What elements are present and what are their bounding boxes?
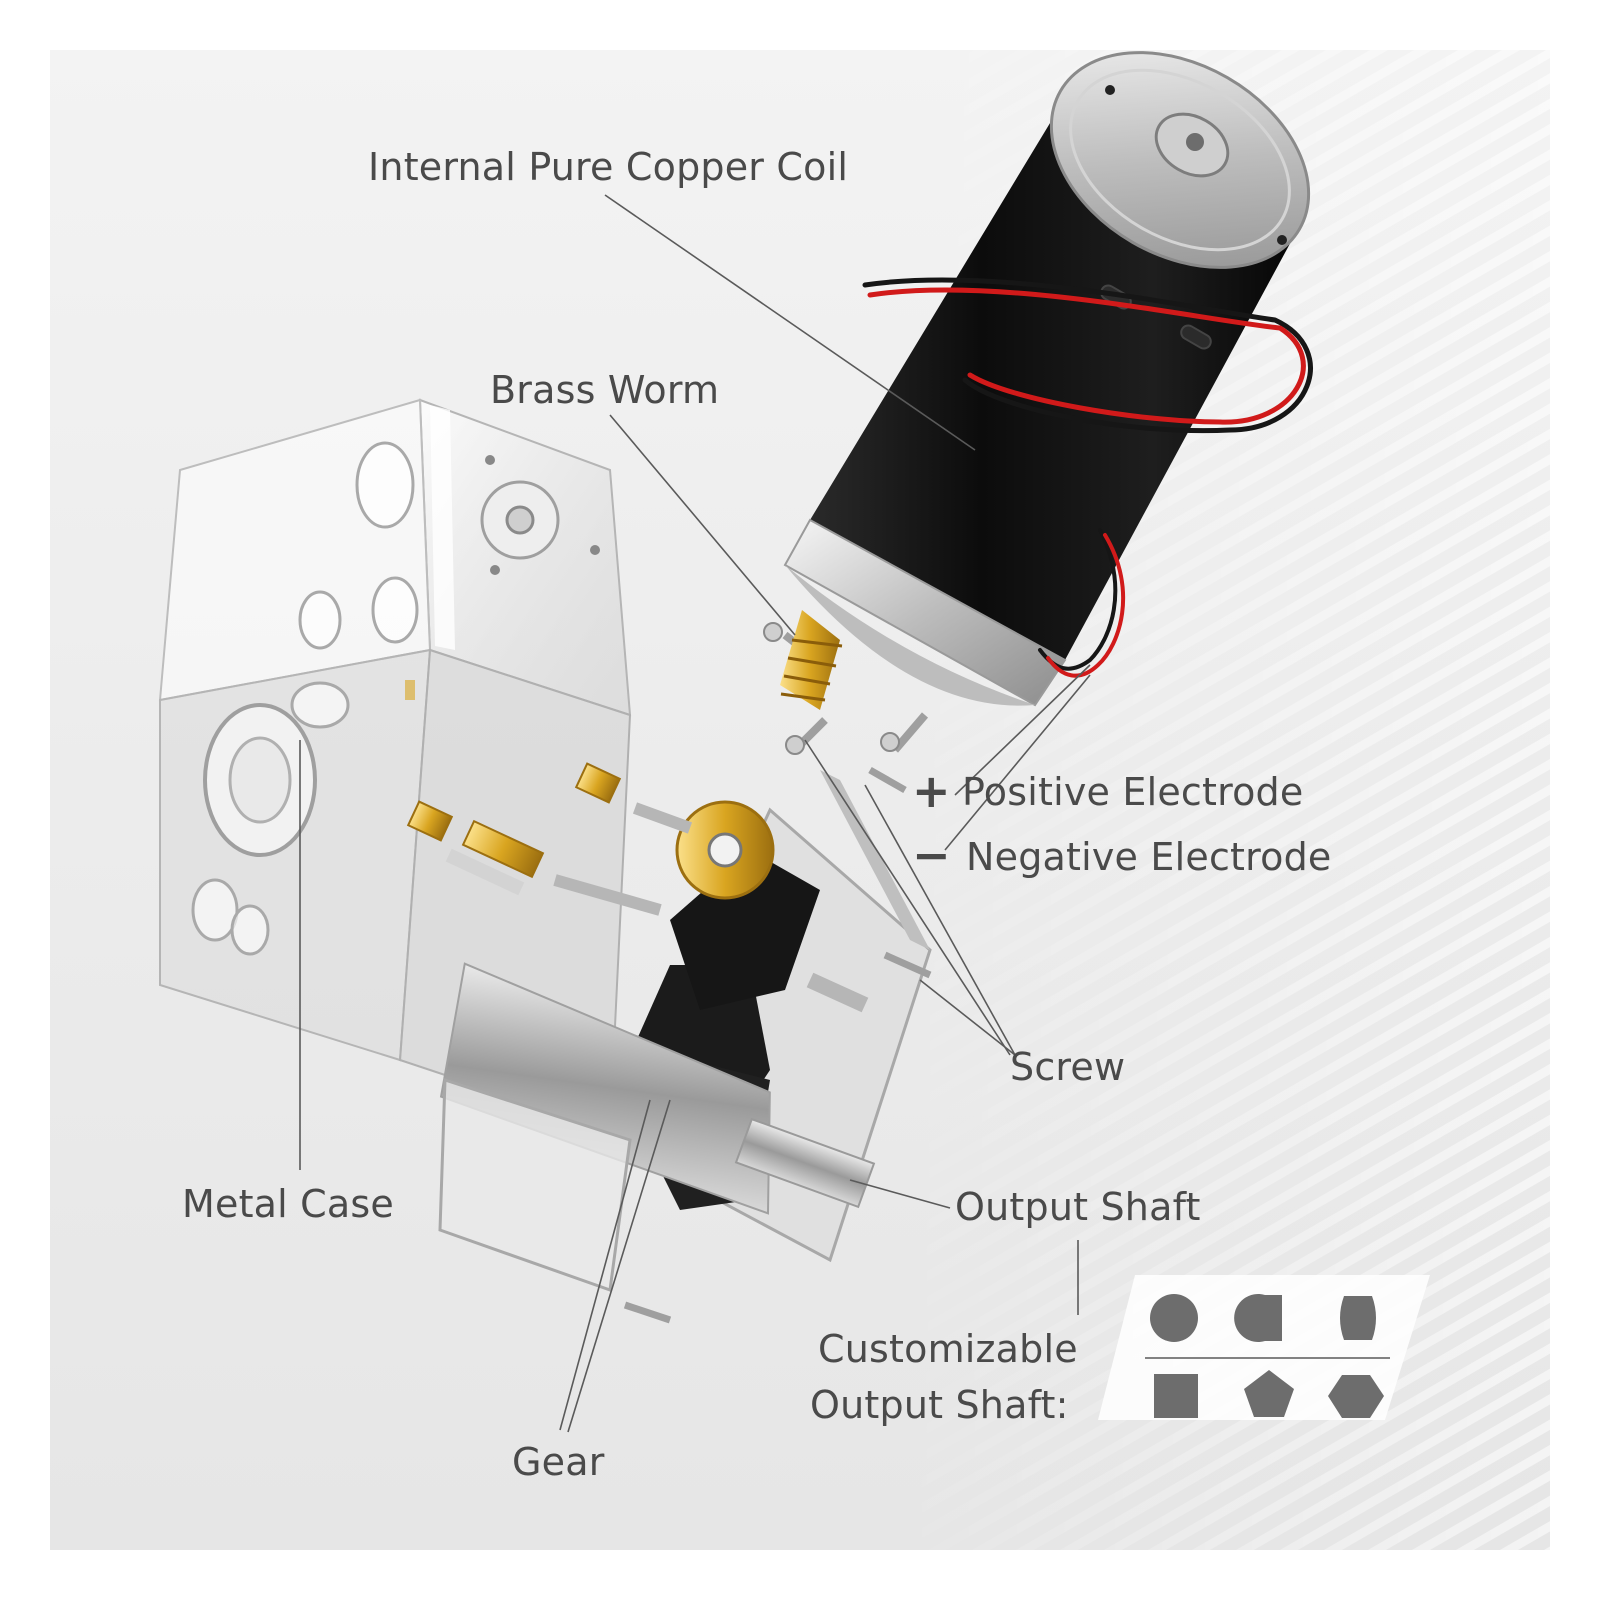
hexagon-icon (1328, 1375, 1384, 1418)
single-d-icon (1234, 1294, 1282, 1342)
plus-sign-icon: + (912, 764, 951, 818)
label-positive-electrode: Positive Electrode (962, 770, 1304, 814)
exploded-motor-illustration (50, 50, 1550, 1550)
label-copper-coil: Internal Pure Copper Coil (368, 145, 849, 189)
label-customizable: Customizable (818, 1327, 1078, 1371)
label-brass-worm: Brass Worm (490, 368, 720, 412)
label-customizable-output-shaft: Output Shaft: (810, 1383, 1069, 1427)
gear-assembly (406, 762, 932, 1324)
exploded-view-frame: Internal Pure Copper Coil Brass Worm + P… (50, 50, 1550, 1550)
round-icon (1150, 1294, 1198, 1342)
minus-sign-icon: − (912, 828, 951, 882)
double-d-icon (1340, 1296, 1376, 1340)
label-screw: Screw (1010, 1045, 1126, 1089)
label-negative-electrode: Negative Electrode (966, 835, 1332, 879)
label-metal-case: Metal Case (182, 1182, 394, 1226)
label-gear: Gear (512, 1440, 605, 1484)
pentagon-icon (1244, 1370, 1294, 1417)
square-icon (1154, 1374, 1198, 1418)
leader-lines (299, 194, 1091, 1433)
dc-motor (763, 51, 1311, 755)
motor-wires (862, 277, 1313, 678)
label-output-shaft: Output Shaft (955, 1185, 1201, 1229)
